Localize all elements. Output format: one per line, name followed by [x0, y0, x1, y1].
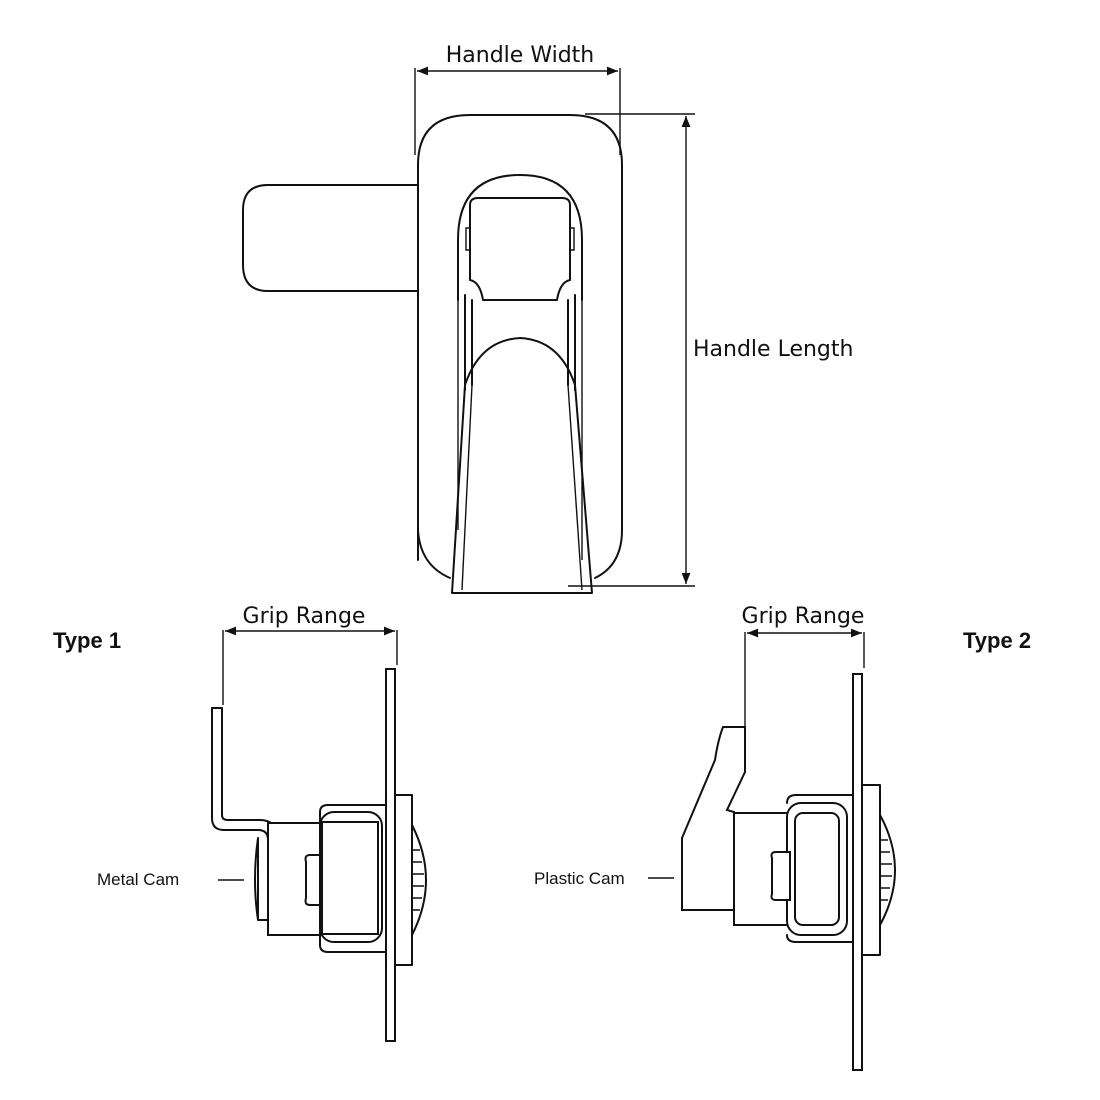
type1-grip-range-label: Grip Range: [243, 604, 366, 629]
type1-metal-cam: [211, 707, 277, 856]
key-plug-block: [469, 197, 571, 301]
type1-lock-side-view: Metal Cam: [97, 668, 427, 1042]
type2-plug-dome: [879, 814, 896, 926]
type2-cam-body: [733, 812, 795, 926]
handle-length-dimension: Handle Length: [568, 113, 853, 587]
handle-outer-bottom-left: [417, 529, 451, 579]
lever-flare-arch: [464, 337, 576, 386]
type1-cam-washer: [254, 837, 269, 921]
type2-label: Type 2: [963, 628, 1031, 653]
type2-lock-side-view: Plastic Cam: [534, 673, 896, 1071]
lever-neck: [464, 294, 576, 391]
lever-edge-lines: [461, 384, 583, 591]
type1-nut-body: [321, 821, 379, 935]
plug-pin-right: [569, 227, 575, 251]
type2-panel-plate: [852, 673, 863, 1071]
type1-bracket: [319, 796, 387, 961]
type2-bezel: [861, 784, 881, 956]
type2-plastic-cam: [681, 726, 746, 911]
plastic-cam-label: Plastic Cam: [534, 869, 625, 888]
type2-grip-range-label: Grip Range: [742, 604, 865, 629]
lever-body: [451, 384, 593, 594]
type2-nut-inner: [794, 812, 840, 926]
handle-side-tab: [242, 184, 419, 292]
handle-width-label: Handle Width: [446, 43, 595, 68]
type1-screw-head: [304, 854, 323, 906]
type1-bezel: [394, 794, 413, 966]
handle-inner-arch: [457, 174, 583, 301]
type1-plug-dome: [411, 824, 427, 936]
plug-pin-left: [465, 227, 471, 251]
handle-front-view: [242, 114, 623, 594]
handle-width-dimension: Handle Width: [414, 43, 621, 155]
type1-panel-plate: [385, 668, 396, 1042]
type2-plug-pins: [880, 839, 892, 901]
type2-screw-head: [770, 851, 791, 901]
type2-grip-range-dimension: Grip Range: [742, 604, 865, 728]
type1-label: Type 1: [53, 628, 121, 653]
handle-outer-body: [417, 114, 623, 579]
metal-cam-label: Metal Cam: [97, 870, 179, 889]
handle-length-label: Handle Length: [693, 337, 853, 362]
type1-plug-pins: [412, 849, 424, 911]
type1-grip-range-dimension: Grip Range: [222, 604, 398, 705]
type2-bracket: [786, 784, 854, 956]
